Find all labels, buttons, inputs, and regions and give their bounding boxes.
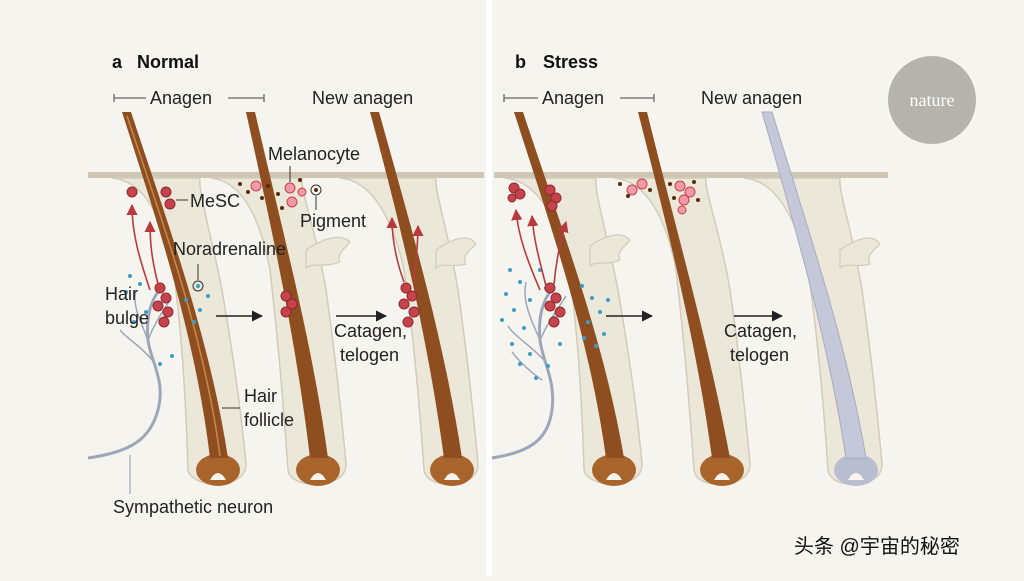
panel-b-letter: b [515,52,526,72]
mesc-cells-3 [398,282,420,328]
hair-shaft-3 [370,112,462,458]
migration-arrow-b2 [527,214,547,287]
sympathetic-neuron-b [491,288,555,460]
panel-a-letter: a [112,52,123,72]
hair-shaft-b1 [514,112,624,458]
pigment-label: Pigment [300,211,366,231]
panel-a-title: Normal [137,52,199,72]
mesc-cells-2 [280,290,298,318]
hair-shaft-b2 [638,112,730,458]
mesc-cells-b1 [507,182,566,328]
dermal-papilla-1 [210,473,226,480]
migration-arrow-b1 [511,208,541,291]
hair-follicle-label-2: follicle [244,410,294,430]
dermal-papilla-2 [310,473,326,480]
migration-arrow-b3 [553,220,569,285]
melanocytes-2 [250,180,307,208]
dermal-papilla-b3 [848,473,864,480]
mesc-cells-1 [152,282,174,328]
hair-shaft-2 [246,112,328,458]
panel-divider [486,0,492,576]
sympathetic-neuron-label: Sympathetic neuron [113,497,273,517]
migration-arrow-3 [386,216,405,283]
pigment-marker-dot [314,188,318,192]
noradrenaline-label: Noradrenaline [173,239,286,259]
telogen-label-a: telogen [340,345,399,365]
pigment-granules-2 [238,178,302,210]
sebaceous-gland-3 [435,237,477,270]
hair-bulge-label-2: bulge [105,308,149,328]
dermal-papilla-b1 [606,473,622,480]
melanocyte-label: Melanocyte [268,144,360,164]
anagen-bracket-a [113,94,265,102]
noradrenaline-dots-a [124,274,210,366]
gray-hair-shaft [761,111,867,459]
mesc-label: MeSC [190,191,240,211]
panel-b-title: Stress [543,52,598,72]
noradrenaline-marker-dot [196,284,200,288]
mesc-cells-top [126,186,176,210]
catagen-label-b: Catagen, [724,321,797,341]
migration-arrow-1 [126,203,151,291]
hair-shaft-1 [122,112,228,458]
sebaceous-gland-2 [305,236,351,270]
hair-bulb-3 [430,454,474,486]
hair-follicle-label-1: Hair [244,386,277,406]
dermal-papilla-3 [444,473,460,480]
follicle-sheath-1 [111,177,247,485]
sebaceous-gland-b3 [839,237,881,270]
hair-bulb-1 [196,454,240,486]
hair-bulb-b3 [834,454,878,486]
hair-bulb-2 [296,454,340,486]
migration-arrow-2 [144,220,159,285]
skin-surface-a [88,172,484,178]
melanocytes-b2 [626,178,696,215]
telogen-label-b: telogen [730,345,789,365]
hair-bulb-b1 [592,454,636,486]
nature-logo-text: nature [910,90,955,110]
anagen-bracket-b [503,94,655,102]
anagen-label-a: Anagen [150,88,212,108]
hair-bulge-label-1: Hair [105,284,138,304]
noradrenaline-marker [192,280,204,292]
pigment-granules-b2 [618,180,700,202]
pigment-marker [310,184,322,196]
neuron-branches-b [507,281,567,381]
dermal-papilla-b2 [714,473,730,480]
nature-logo [888,56,976,144]
hair-shaft-1-highlight [126,115,221,457]
new-anagen-label-a: New anagen [312,88,413,108]
catagen-label-a: Catagen, [334,321,407,341]
hair-bulb-b2 [700,454,744,486]
new-anagen-label-b: New anagen [701,88,802,108]
panel-a: a Normal Anagen New anagen [87,52,479,517]
panel-b: b Stress Anagen New anagen [491,52,883,486]
anagen-label-b: Anagen [542,88,604,108]
migration-arrow-4 [412,224,424,283]
skin-surface-b [494,172,888,178]
watermark-text: 头条 @宇宙的秘密 [794,535,960,558]
follicle-sheath-b1 [503,177,643,485]
sebaceous-gland-b1 [589,234,631,268]
sympathetic-neuron-a [87,288,162,460]
